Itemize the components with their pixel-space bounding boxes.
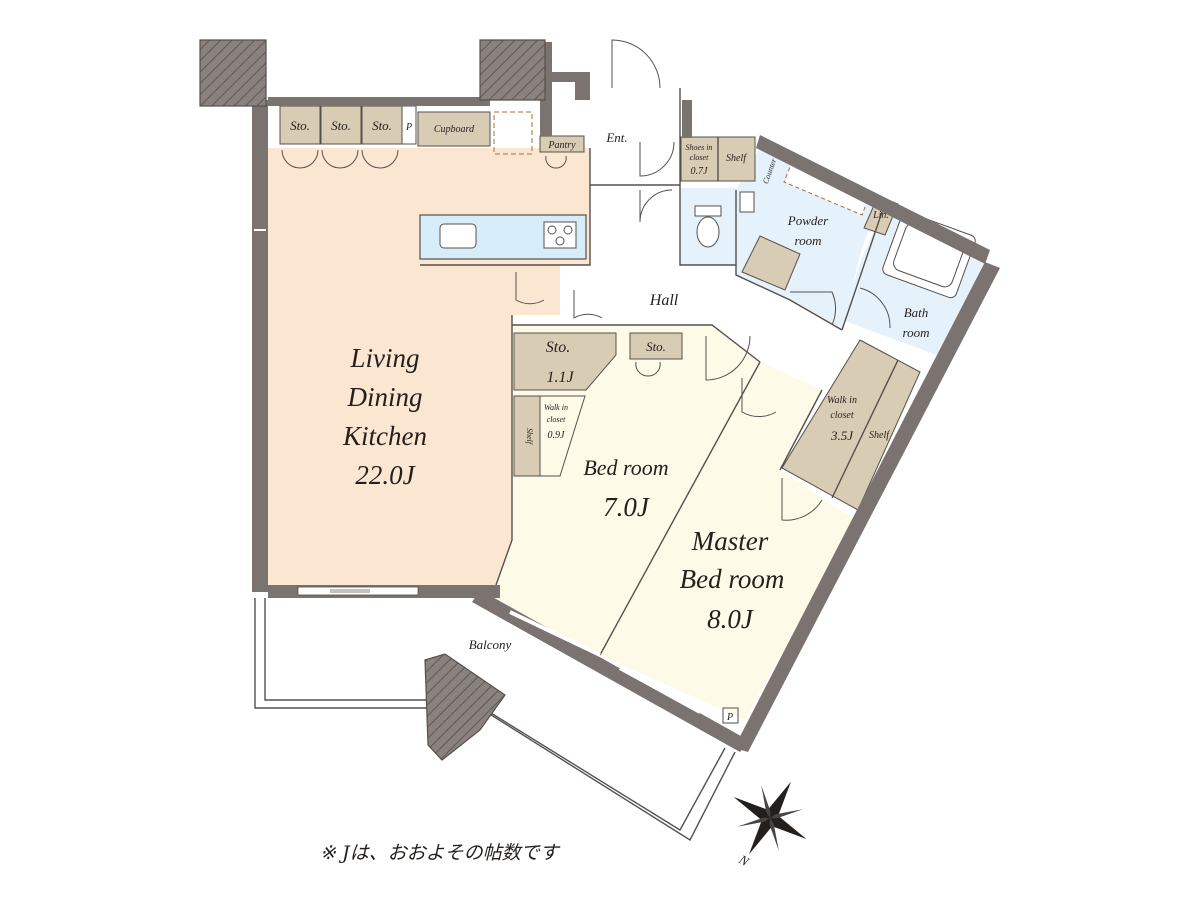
footnote: ※ Jは、おおよその帖数です [320,842,559,864]
balcony [254,598,736,841]
wic-large-size: 3.5J [830,428,854,443]
wic-large-line2: closet [830,410,854,421]
sto-bed-label: Sto. [646,339,666,354]
sto1-box [279,105,321,145]
toilet-bowl [696,216,720,248]
wic-small-line1: Walk in [544,403,568,412]
wic-small-inner [539,395,586,477]
hall-floor [572,185,842,390]
ldk-size: 22.0J [355,460,416,490]
sto3-label: Sto. [372,118,392,133]
ldk-line3: Kitchen [342,421,427,451]
sto1-label: Sto. [290,118,310,133]
master-floor [600,362,855,720]
wic-large-line1: Walk in [827,395,857,406]
sto-bed-box [629,332,683,360]
doors [281,39,891,521]
hall-label: Hall [649,292,679,309]
wic-small-size: 0.9J [548,430,566,441]
master-size: 8.0J [707,604,755,634]
sto-hall-size: 1.1J [546,369,574,386]
sto-hall-box [513,332,617,391]
compass-north: N [736,851,753,869]
powder-line2: room [795,233,822,248]
pantry-label: Pantry [547,140,576,151]
sto2-box [320,105,362,145]
entrance-label: Ent. [605,130,627,145]
shoes-shelf: Shelf [726,153,747,164]
column-balcony [424,653,506,761]
sink [439,223,477,249]
ldk-line1: Living [349,343,419,373]
bath-line2: room [903,325,930,340]
bedroom-label: Bed room [583,455,668,480]
pantry-box [539,135,585,153]
column-top-left [199,39,267,107]
ldk-line2: Dining [346,382,422,412]
wic-small-shelf: Shelf [525,428,534,446]
washer-space [741,235,801,291]
outer-walls [252,42,1000,752]
cupboard-label: Cupboard [434,124,475,135]
master-line1: Master [691,526,769,556]
p-label: P [405,122,412,133]
shoes-size: 0.7J [691,166,709,177]
linen-label: Lin. [872,210,889,221]
windows [254,229,701,714]
balcony-label: Balcony [469,637,512,652]
p-box-2 [722,707,739,724]
fridge-space [493,111,533,155]
bedroom-size: 7.0J [603,492,651,522]
sto-hall-label: Sto. [546,339,570,356]
master-line2: Bed room [680,564,785,594]
entrance-floor [590,85,682,180]
stove [543,221,577,249]
bath-line1: Bath [904,305,929,320]
toilet-tank [694,205,722,217]
wic-small-line2: closet [547,415,566,424]
powder-line1: Powder [787,213,829,228]
column-top-mid [479,39,546,101]
ldk-label: Living Dining Kitchen 22.0J [342,343,427,490]
compass-rose-icon [733,781,807,855]
cupboard-box [417,111,491,147]
sto2-label: Sto. [331,118,351,133]
wic-large-shelf: Shelf [869,430,890,441]
shoes-line1: Shoes in [686,143,713,152]
interior-walls [420,88,883,656]
shoes-line2: closet [690,153,709,162]
p-label-2: P [726,712,733,723]
